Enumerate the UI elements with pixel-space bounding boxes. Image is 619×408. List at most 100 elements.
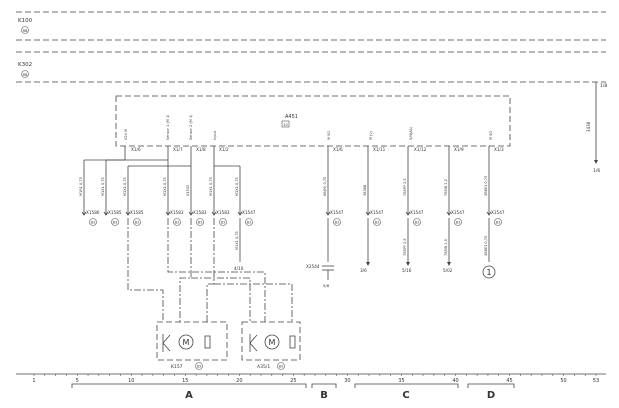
svg-text:B3: B3 (197, 365, 201, 369)
ref-label: 5/16 (402, 268, 412, 273)
top-label: Input (213, 130, 217, 140)
bus-circle-label: RB (23, 29, 28, 33)
lower-wires (239, 218, 490, 264)
wire-label: 7B5PF 2,5 (403, 178, 407, 196)
top-label: M SO (327, 131, 331, 140)
connector-label: X1/6 (131, 147, 141, 152)
ref-label: 3/6 (360, 268, 367, 273)
motor-circle (277, 362, 285, 370)
scale-tick-label: 10 (128, 378, 134, 384)
scale-tick-label: 30 (344, 378, 350, 384)
svg-text:B3: B3 (335, 221, 339, 225)
svg-text:B3: B3 (135, 221, 139, 225)
right-ref-top: 1/8 (600, 83, 607, 89)
scale-tick-label: 15 (182, 378, 188, 384)
svg-text:B3: B3 (456, 221, 460, 225)
connector-label: X1/3 (494, 147, 504, 152)
scale-tick-label: 5 (76, 378, 79, 384)
bus-label-k302: K302 (18, 62, 32, 68)
right-ref-bottom: 1/6 (593, 168, 600, 174)
svg-text:B3: B3 (415, 221, 419, 225)
top-connectors: X1/6 X1/7 X1/8 X1/2 X1/6 X1/11 X1/12 X1/… (131, 147, 504, 152)
connector-label: X1547 (451, 210, 465, 215)
connector-label: X1583 (216, 210, 230, 215)
module-label: A451 (285, 114, 298, 120)
wire-label: 3B8E1 0,75 (484, 236, 488, 256)
wire-label: 3B8E1 0,75 (484, 176, 488, 196)
group-label-c: C (402, 390, 409, 401)
group-label-d: D (487, 390, 495, 401)
group-label-b: B (320, 390, 328, 401)
connector-label: X1/7 (173, 147, 183, 152)
wire-label: 38388 (363, 185, 367, 196)
svg-text:B3: B3 (279, 365, 283, 369)
capacitor-label: X2544 (306, 264, 320, 269)
connector-label: X1547 (370, 210, 384, 215)
module-wires (124, 146, 490, 215)
bus-circle-label: RB (23, 73, 28, 77)
connector-label: X1/12 (414, 147, 427, 152)
wire-label: 7B5IB 2,5 (444, 179, 448, 196)
connector-label: X1583 (193, 210, 207, 215)
module-badge (281, 120, 290, 128)
ref-label: 4/10 (234, 266, 244, 271)
connector-label: X1583 (170, 210, 184, 215)
scale-tick-label: 53 (593, 378, 599, 384)
arrow-icon (594, 160, 598, 164)
wire-label: X1532 (186, 185, 190, 196)
top-label: Sensor 2 (M 1) (189, 114, 193, 140)
motor-box-a35 (241, 321, 301, 361)
arrow-icon (366, 262, 370, 266)
scale-tick-label: 45 (506, 378, 512, 384)
arrow-icon (406, 262, 410, 266)
connector-label: X1547 (330, 210, 344, 215)
scale-tick-label: 40 (452, 378, 458, 384)
wire-label: 7B5IB 2,5 (444, 239, 448, 256)
resistor-icon (204, 335, 211, 349)
wire-label: M1X1 0,75 (101, 177, 105, 196)
connector-label: X1547 (242, 210, 256, 215)
wire-label: M1X1 0,75 (123, 177, 127, 196)
scale-tick-label: 35 (398, 378, 404, 384)
wire-label: 7B5PF 2,5 (403, 238, 407, 256)
connector-label: X1547 (410, 210, 424, 215)
bus-label-k100: K100 (18, 18, 33, 24)
wire-label: 6B(M) 0,75 (323, 177, 327, 196)
top-label: V24 M (124, 129, 128, 140)
connector-label: X1/2 (219, 147, 229, 152)
scale-tick-label: 25 (290, 378, 296, 384)
svg-text:B3: B3 (247, 221, 251, 225)
switch-icon (162, 334, 171, 352)
svg-text:B3: B3 (375, 221, 379, 225)
svg-text:B3: B3 (221, 221, 225, 225)
top-label: M (v) (369, 130, 373, 140)
ref-label: 5/02 (443, 268, 453, 273)
top-label: S/N(A1) (409, 126, 413, 140)
branch-network (83, 159, 241, 215)
connector-circles: B3 B3 B3 B3 B3 B3 B3 B3 B3 B3 B3 B3 (89, 218, 502, 226)
connector-label: X1/8 (196, 147, 206, 152)
wire-label: M1X1 0,75 (235, 231, 239, 250)
motor-box-k157 (156, 321, 228, 361)
scale-tick-label: 50 (560, 378, 566, 384)
module-box (115, 95, 511, 147)
motor-icon (178, 334, 194, 350)
scale-tick-label: 1 (32, 378, 35, 384)
group-label-a: A (185, 390, 193, 401)
motor-symbol: M (269, 338, 276, 347)
connector-label: X1547 (491, 210, 505, 215)
connector-label: X1/9 (454, 147, 464, 152)
wire-label: M1R1 0,75 (79, 177, 83, 196)
svg-text:B3: B3 (496, 221, 500, 225)
bus-circle (21, 26, 29, 34)
connector-label: X1/11 (373, 147, 386, 152)
wire-label: M1X1 0,75 (209, 177, 213, 196)
resistor-icon (289, 335, 296, 349)
connector-label: X1/6 (333, 147, 343, 152)
bus-circle (21, 70, 29, 78)
motor-symbol: M (183, 338, 190, 347)
svg-text:B3: B3 (91, 221, 95, 225)
